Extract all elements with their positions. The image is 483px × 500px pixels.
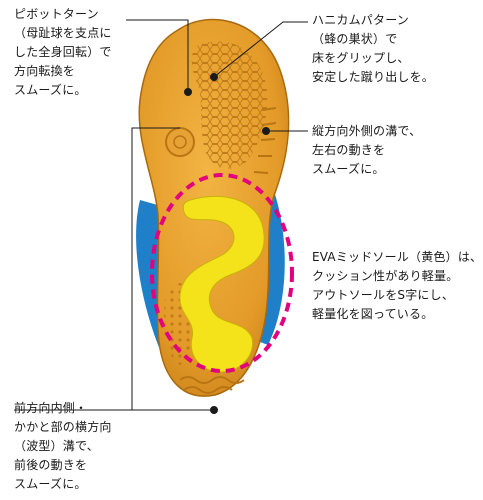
pivot-circle [165, 127, 195, 157]
annotation-line: 前後の動きを [14, 458, 88, 472]
annotation-line: アウトソールをS字にし、 [312, 288, 455, 302]
outer-grooves [253, 107, 277, 174]
annotation-line: スムーズに。 [14, 83, 87, 97]
annotation-outer-groove: 縦方向外側の溝で、 左右の動きを スムーズに。 [312, 122, 421, 179]
annotation-line: （波型）溝で、 [14, 439, 99, 453]
eva-highlight-ellipse [150, 173, 294, 373]
annotation-front-inner-groove: 前方向内側・ かかと部の横方向 （波型）溝で、 前後の動きを スムーズに。 [14, 399, 112, 494]
annotation-line: スムーズに。 [312, 162, 385, 176]
annotation-line: （母趾球を支点に [14, 26, 112, 40]
annotation-line: 縦方向外側の溝で、 [312, 124, 422, 138]
annotation-honeycomb: ハニカムパターン （蜂の巣状）で 床をグリップし、 安定した蹴り出しを。 [312, 11, 434, 87]
annotation-line: 前方向内側・ [14, 401, 88, 415]
annotation-line: スムーズに。 [14, 477, 87, 491]
annotation-line: （蜂の巣状）で [312, 32, 398, 46]
annotation-line: 方向転換を [14, 64, 76, 78]
pivot-circle-inner [173, 135, 187, 149]
annotation-line: 床をグリップし、 [312, 51, 410, 65]
leader-lines [14, 19, 308, 414]
annotation-line: 左右の動きを [312, 143, 386, 157]
annotation-line: かかと部の横方向 [14, 420, 112, 434]
annotation-line: EVAミッドソール（黄色）は、 [312, 250, 483, 264]
annotation-line: 安定した蹴り出しを。 [312, 70, 435, 84]
annotation-eva-midsole: EVAミッドソール（黄色）は、 クッション性があり軽量。 アウトソールをS字にし… [312, 248, 482, 324]
honeycomb-pattern [191, 41, 268, 169]
annotation-line: ピボットターン [14, 7, 99, 21]
annotation-line: クッション性があり軽量。 [312, 269, 459, 283]
annotation-line: した全身回転）で [14, 45, 112, 59]
annotation-pivot-turn: ピボットターン （母趾球を支点に した全身回転）で 方向転換を スムーズに。 [14, 5, 112, 100]
annotation-line: 軽量化を図っている。 [312, 307, 434, 321]
annotation-line: ハニカムパターン [312, 13, 410, 27]
heel-wave-grooves [179, 376, 245, 394]
